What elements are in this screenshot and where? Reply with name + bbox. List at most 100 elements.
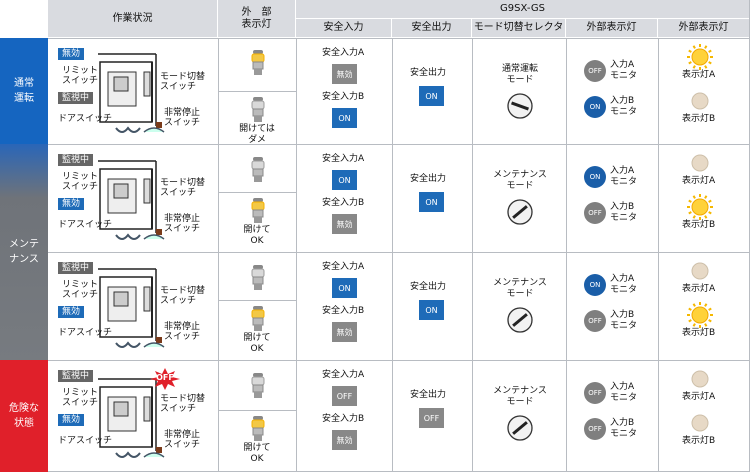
header-ext-lamp2: 外部表示灯 [658, 19, 750, 38]
machine-illustration [52, 258, 216, 356]
monitor-b-indicator: OFF [584, 310, 606, 332]
limit-switch-label: リミット スイッチ [62, 66, 99, 86]
lamp-caption: 開けて OK [243, 333, 271, 354]
mode-label: メンテナンス モード [493, 278, 547, 299]
monitor-b-label: 入力B モニタ [610, 418, 638, 439]
header-ext-display: 外部表示灯 [566, 19, 658, 38]
indicator-lamp-b-label: 表示灯B [682, 328, 716, 338]
stack-lamp-icon [250, 305, 266, 337]
door-switch-label: ドアスイッチ [58, 114, 113, 124]
indicator-lamp-a-label: 表示灯A [682, 70, 716, 80]
side-danger: 危険な 状態 [0, 360, 48, 472]
lamp-caption: 開けて OK [243, 443, 271, 464]
indicator-lamp-b-icon [687, 88, 713, 118]
safety-input-a-state: ON [332, 170, 357, 190]
monitor-a-label: 入力A モニタ [610, 60, 638, 81]
monitor-a-label: 入力A モニタ [610, 166, 638, 187]
machine-illustration [52, 150, 216, 248]
kanshi-tag: 監視中 [58, 370, 94, 382]
indicator-lamp-b-label: 表示灯B [682, 436, 716, 446]
limit-switch-label: リミット スイッチ [62, 280, 99, 300]
monitor-b-indicator: OFF [584, 202, 606, 224]
indicator-lamp-a-icon [687, 366, 713, 396]
lamp-caption: 開けて OK [243, 225, 271, 246]
monitor-b-label: 入力B モニタ [610, 310, 638, 331]
door-switch-label: ドアスイッチ [58, 328, 113, 338]
side-maint: メンテ ナンス [0, 144, 48, 360]
mode-label: メンテナンス モード [493, 170, 547, 191]
mode-label: 通常運転 モード [501, 64, 538, 85]
side-maint-label: メンテ ナンス [9, 239, 39, 265]
header-safety-out: 安全出力 [392, 19, 472, 38]
safety-input-a-label: 安全入力A [322, 154, 365, 164]
safety-input-a-state: ON [332, 278, 357, 298]
safety-input-b-state: 無効 [332, 430, 357, 450]
mode-switch-label: モード切替 スイッチ [160, 178, 206, 198]
stack-lamp-icon [250, 372, 266, 404]
door-switch-label: ドアスイッチ [58, 436, 113, 446]
safety-output-state: ON [419, 300, 444, 320]
off-burst-label: OFF [156, 373, 174, 382]
monitor-a-label: 入力A モニタ [610, 382, 638, 403]
mode-dial-icon [504, 304, 536, 340]
col-divider [658, 38, 659, 472]
kanshi-tag: 監視中 [58, 262, 94, 274]
safety-input-b-state: 無効 [332, 214, 357, 234]
safety-output-state: ON [419, 192, 444, 212]
off-burst-icon [150, 368, 180, 390]
machine-illustration [52, 366, 216, 468]
indicator-lamp-a-icon [687, 150, 713, 180]
header-ext-lamp2-label: 外部表示灯 [678, 22, 729, 33]
safety-input-b-state: 無効 [332, 322, 357, 342]
row-divider [48, 38, 750, 39]
row-divider [48, 360, 750, 361]
col-divider [566, 38, 567, 472]
safety-input-b-label: 安全入力B [322, 198, 365, 208]
limit-switch-label: リミット スイッチ [62, 172, 99, 192]
mode-switch-label: モード切替 スイッチ [160, 286, 206, 306]
col-divider [392, 38, 393, 472]
indicator-lamp-b-label: 表示灯B [682, 220, 716, 230]
header-mode-sel-label: モード切替セレクタ [473, 22, 564, 33]
estop-label: 非常停止 スイッチ [164, 430, 201, 450]
safety-input-b-label: 安全入力B [322, 92, 365, 102]
monitor-a-indicator: OFF [584, 382, 606, 404]
row-divider [48, 252, 750, 253]
kanshi-tag: 監視中 [58, 154, 94, 166]
monitor-b-indicator: OFF [584, 418, 606, 440]
monitor-b-label: 入力B モニタ [610, 96, 638, 117]
stack-lamp-icon [250, 156, 266, 188]
machine-illustration [52, 44, 216, 140]
side-danger-label: 危険な 状態 [9, 403, 39, 429]
indicator-lamp-a-label: 表示灯A [682, 176, 716, 186]
lamp-subdivider [218, 192, 296, 193]
mode-label: メンテナンス モード [493, 386, 547, 407]
header-safety-out-label: 安全出力 [411, 22, 452, 33]
safety-input-a-state: 無効 [332, 64, 357, 84]
safety-input-b-label: 安全入力B [322, 414, 365, 424]
col-divider [296, 38, 297, 472]
estop-label: 非常停止 スイッチ [164, 108, 201, 128]
header-status-label: 作業状況 [112, 12, 153, 24]
safety-output-label: 安全出力 [410, 390, 447, 400]
monitor-a-indicator: ON [584, 166, 606, 188]
header-safety-in: 安全入力 [296, 19, 392, 38]
estop-label: 非常停止 スイッチ [164, 214, 201, 234]
indicator-lamp-a-label: 表示灯A [682, 284, 716, 294]
indicator-lamp-b-label: 表示灯B [682, 114, 716, 124]
mode-dial-icon [504, 196, 536, 232]
mukou-tag: 無効 [58, 306, 85, 318]
side-normal-label: 通常 運転 [14, 78, 34, 104]
header-status: 作業状況 [48, 0, 218, 38]
col-divider [218, 38, 219, 472]
safety-input-a-label: 安全入力A [322, 48, 365, 58]
mukou-tag: 無効 [58, 198, 85, 210]
stack-lamp-icon [250, 49, 266, 81]
safety-input-a-label: 安全入力A [322, 370, 365, 380]
safety-output-label: 安全出力 [410, 282, 447, 292]
mode-dial-icon [504, 90, 536, 126]
stack-lamp-icon [250, 264, 266, 296]
monitor-b-indicator: ON [584, 96, 606, 118]
safety-output-label: 安全出力 [410, 174, 447, 184]
safety-input-b-state: ON [332, 108, 357, 128]
